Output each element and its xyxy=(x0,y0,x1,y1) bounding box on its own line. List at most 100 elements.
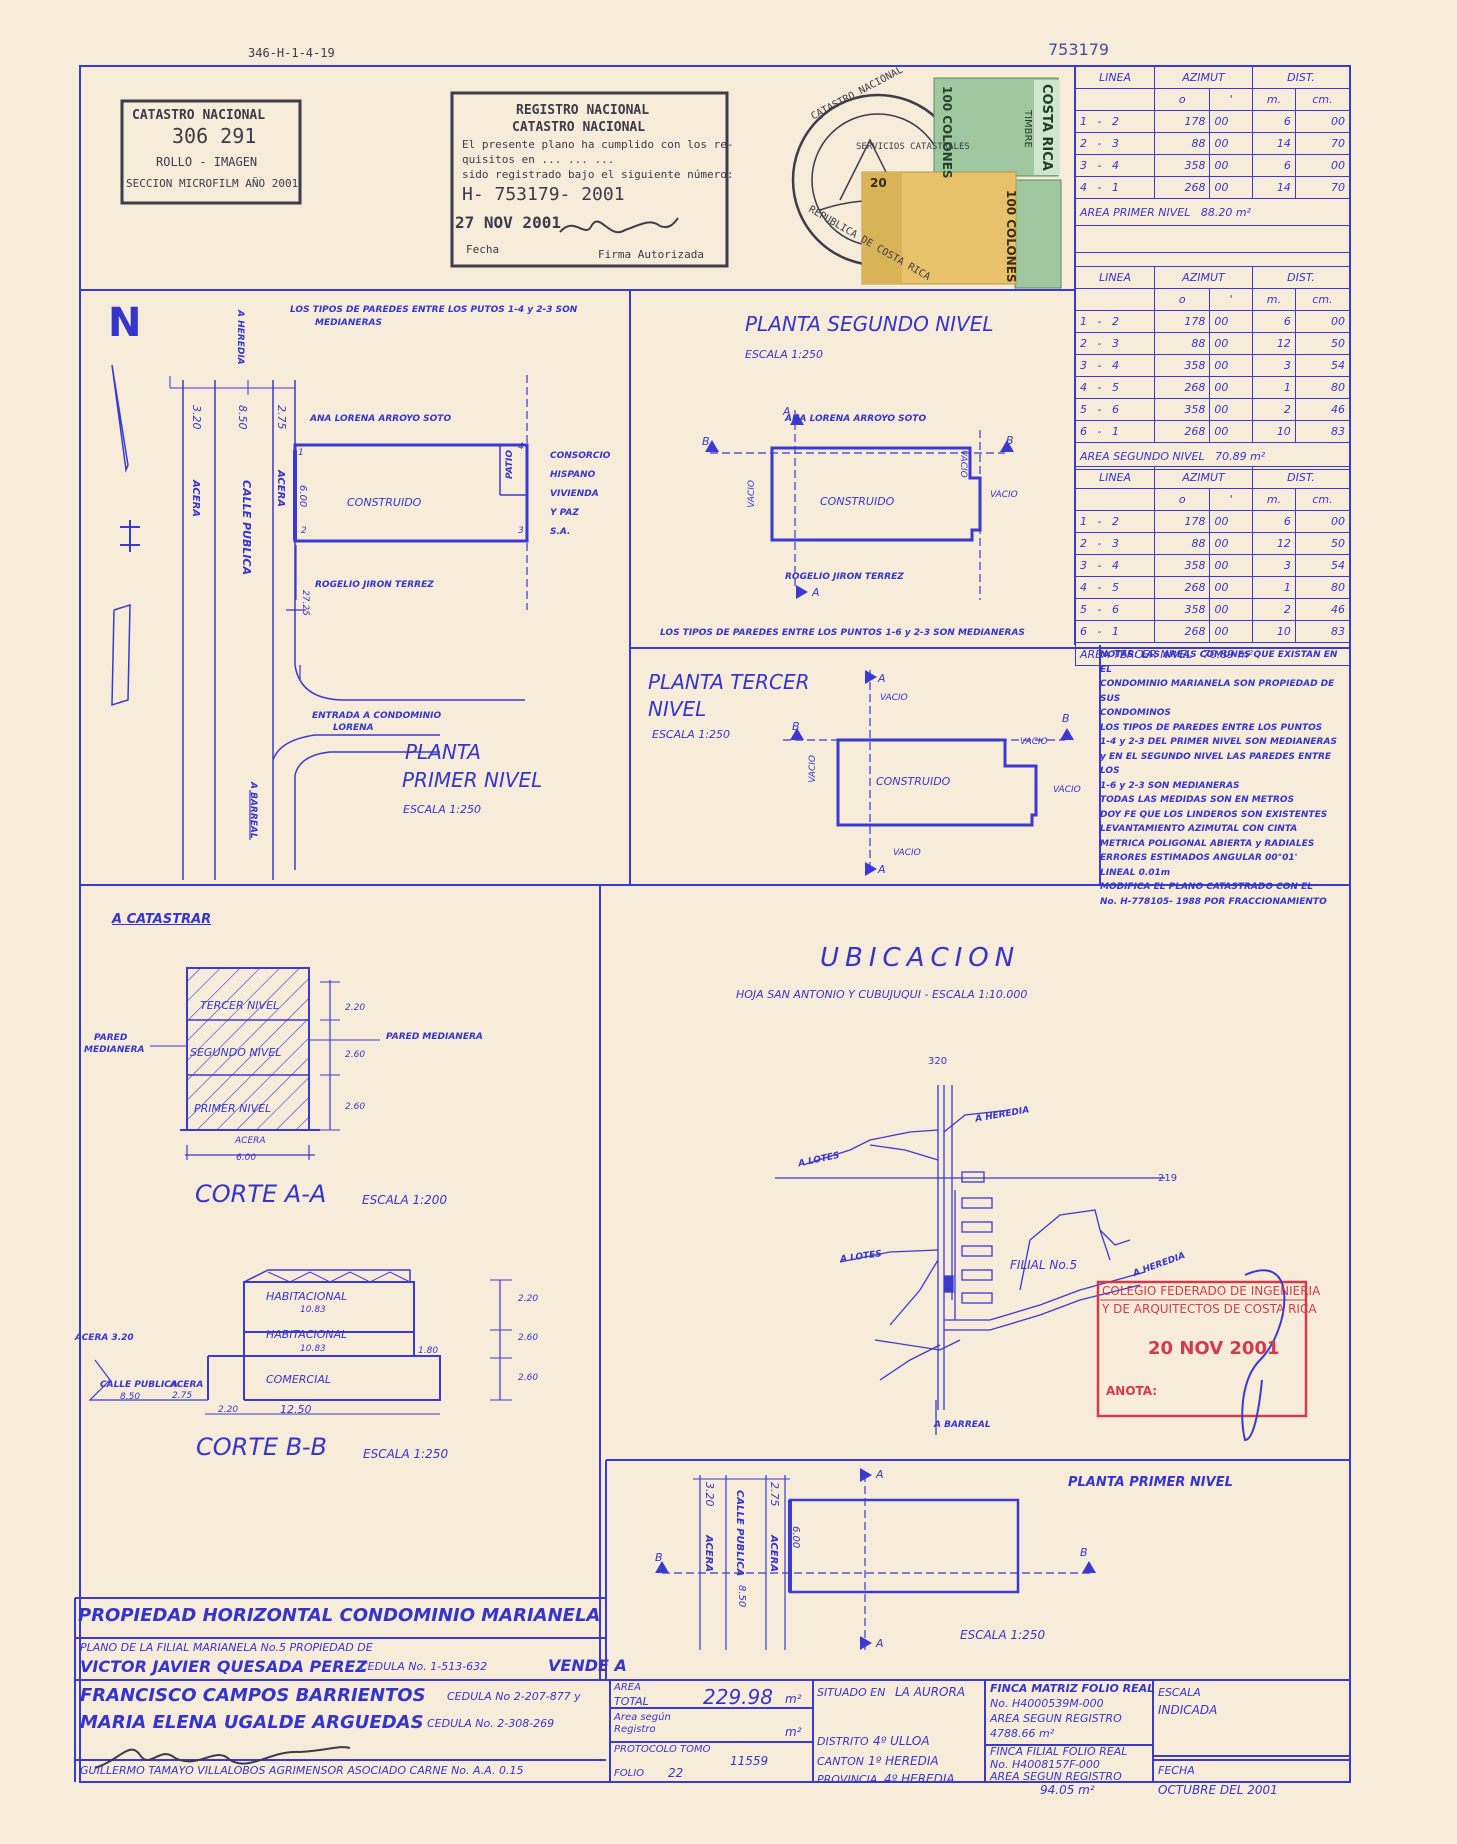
colegio-anota: ANOTA: xyxy=(1106,1384,1158,1398)
stamp-overprint: 20 xyxy=(870,176,887,190)
p2-b-right: B xyxy=(1006,434,1014,447)
p1-lindero-norte: ANA LORENA ARROYO SOTO xyxy=(310,414,452,424)
p1-point-3: 3 xyxy=(518,526,524,536)
p2-vacio-w: VACIO xyxy=(747,480,757,508)
cbb-d180: 1.80 xyxy=(418,1346,439,1356)
p1-dim-2725: 27.25 xyxy=(300,590,310,616)
registro-fecha: Fecha xyxy=(466,243,500,256)
catastro-seccion: SECCION MICROFILM AÑO 2001 xyxy=(126,177,299,190)
p1-acera-2: ACERA xyxy=(275,470,286,508)
reference-right: 753179 xyxy=(1048,40,1110,59)
registro-text2: quisitos en ... ... ... xyxy=(462,153,615,166)
tb-registro: Registro xyxy=(614,1724,656,1735)
p1-consorcio-4: S.A. xyxy=(550,527,571,537)
area-segundo-value: 70.89 m² xyxy=(1215,449,1266,463)
cbb-comercial: COMERCIAL xyxy=(266,1373,332,1386)
p1-acera-1: ACERA xyxy=(190,480,201,518)
cbb-hab2-w: 10.83 xyxy=(300,1344,326,1354)
tb-area-segun: Area según xyxy=(614,1712,671,1723)
p1-consorcio-0: CONSORCIO xyxy=(550,451,611,461)
colegio-line2: Y DE ARQUITECTOS DE COSTA RICA xyxy=(1102,1302,1317,1316)
p3-title-1: PLANTA TERCER xyxy=(648,670,810,694)
cbb-d850: 8.50 xyxy=(120,1392,141,1402)
p3-a-bottom: A xyxy=(878,863,886,876)
cbb-hab2: HABITACIONAL xyxy=(266,1328,348,1341)
tb-finca-no: No. H4000539M-000 xyxy=(990,1697,1104,1710)
caa-pared-r: PARED MEDIANERA xyxy=(386,1032,483,1042)
p3-title-2: NIVEL xyxy=(648,697,707,721)
p1-consorcio-1: HISPANO xyxy=(550,470,596,480)
tb-total-label: TOTAL xyxy=(614,1695,649,1708)
p2-lindero-norte: ANA LORENA ARROYO SOTO xyxy=(785,414,927,424)
p1-a-barreal: A BARREAL xyxy=(248,782,258,839)
colegio-line1: COLEGIO FEDERADO DE INGENIERIA xyxy=(1102,1284,1321,1298)
p1-title-2: PRIMER NIVEL xyxy=(402,768,543,792)
p2-lindero-sur: ROGELIO JIRON TERREZ xyxy=(785,572,904,582)
cbb-calle: CALLE PUBLICA xyxy=(100,1380,178,1390)
p1-consorcio-2: VIVIENDA xyxy=(550,489,599,499)
p1-lindero-sur: ROGELIO JIRON TERREZ xyxy=(315,580,434,590)
tb-plano: PLANO DE LA FILIAL MARIANELA No.5 PROPIE… xyxy=(80,1641,373,1654)
catastro-title: CATASTRO NACIONAL xyxy=(132,108,266,123)
registro-text1: El presente plano ha cumplido con los re… xyxy=(462,138,734,151)
p2-vacio-n: VACIO xyxy=(958,450,968,478)
tb-m2: m² xyxy=(785,1692,802,1706)
tb-proyecto: PROPIEDAD HORIZONTAL CONDOMINIO MARIANEL… xyxy=(78,1605,601,1626)
cbb-acera: ACERA xyxy=(170,1380,204,1390)
caa-tercer: TERCER NIVEL xyxy=(200,999,280,1012)
p2-construido: CONSTRUIDO xyxy=(820,495,895,508)
caa-h2: 2.60 xyxy=(345,1050,366,1060)
caa-primer: PRIMER NIVEL xyxy=(194,1102,272,1115)
cbb-d220: 2.20 xyxy=(218,1405,239,1415)
a-catastrar-heading: A CATASTRAR xyxy=(112,912,212,927)
tb-comprador-2: MARIA ELENA UGALDE ARGUEDAS xyxy=(80,1712,424,1733)
tb-escala: INDICADA xyxy=(1158,1703,1218,1717)
th-linea: LINEA xyxy=(1075,66,1155,89)
tb-comprador-1: FRANCISCO CAMPOS BARRIENTOS xyxy=(80,1685,426,1706)
tb-distrito-l: DISTRITO xyxy=(817,1735,869,1748)
tb-ced-2: CEDULA No. 2-308-269 xyxy=(427,1717,555,1730)
registro-date: 27 NOV 2001 xyxy=(455,213,561,232)
tb-tomo: 11559 xyxy=(730,1754,769,1768)
p1-entrada-2: LORENA xyxy=(333,723,374,733)
p1-escala: ESCALA 1:250 xyxy=(403,803,481,816)
p3-construido: CONSTRUIDO xyxy=(876,775,951,788)
ppn-d320: 3.20 xyxy=(703,1482,716,1507)
caa-acera: ACERA xyxy=(235,1136,266,1146)
p3-b-right: B xyxy=(1062,712,1070,725)
area-tercer-label: AREA TERCER NIVEL xyxy=(1080,647,1193,661)
tb-canton: 1º HEREDIA xyxy=(868,1754,939,1768)
tb-distrito: 4º ULLOA xyxy=(873,1734,930,1748)
tb-provincia-l: PROVINCIA xyxy=(817,1773,878,1786)
th-dist: DIST. xyxy=(1251,66,1351,89)
tb-folio: 22 xyxy=(668,1766,684,1780)
ppn-d600: 6.00 xyxy=(790,1526,801,1549)
cbb-hab1-w: 10.83 xyxy=(300,1305,326,1315)
tb-area-reg2-v: 94.05 m² xyxy=(1040,1783,1095,1797)
tb-canton-l: CANTON xyxy=(817,1755,865,1768)
ppn-escala: ESCALA 1:250 xyxy=(960,1628,1046,1642)
tb-protocolo: PROTOCOLO TOMO xyxy=(614,1744,711,1755)
p2-note: LOS TIPOS DE PAREDES ENTRE LOS PUNTOS 1-… xyxy=(660,628,1025,638)
p2-title: PLANTA SEGUNDO NIVEL xyxy=(745,312,994,336)
stamp-value-2: 100 COLONES xyxy=(1004,190,1018,283)
p1-dim-320: 3.20 xyxy=(190,405,203,430)
p1-a-heredia: A HEREDIA xyxy=(235,310,245,365)
p1-dim-850: 8.50 xyxy=(236,405,249,430)
catastro-number: 306 291 xyxy=(172,124,257,148)
stamp-label: TIMBRE xyxy=(1022,110,1033,148)
tb-vende: VENDE A xyxy=(548,1656,627,1675)
caa-escala: ESCALA 1:200 xyxy=(362,1193,448,1207)
p3-vacio-e: VACIO xyxy=(1053,785,1081,795)
caa-h1: 2.20 xyxy=(345,1003,366,1013)
catastro-rollo: ROLLO - IMAGEN xyxy=(156,155,258,169)
p1-calle: CALLE PUBLICA xyxy=(240,480,253,576)
